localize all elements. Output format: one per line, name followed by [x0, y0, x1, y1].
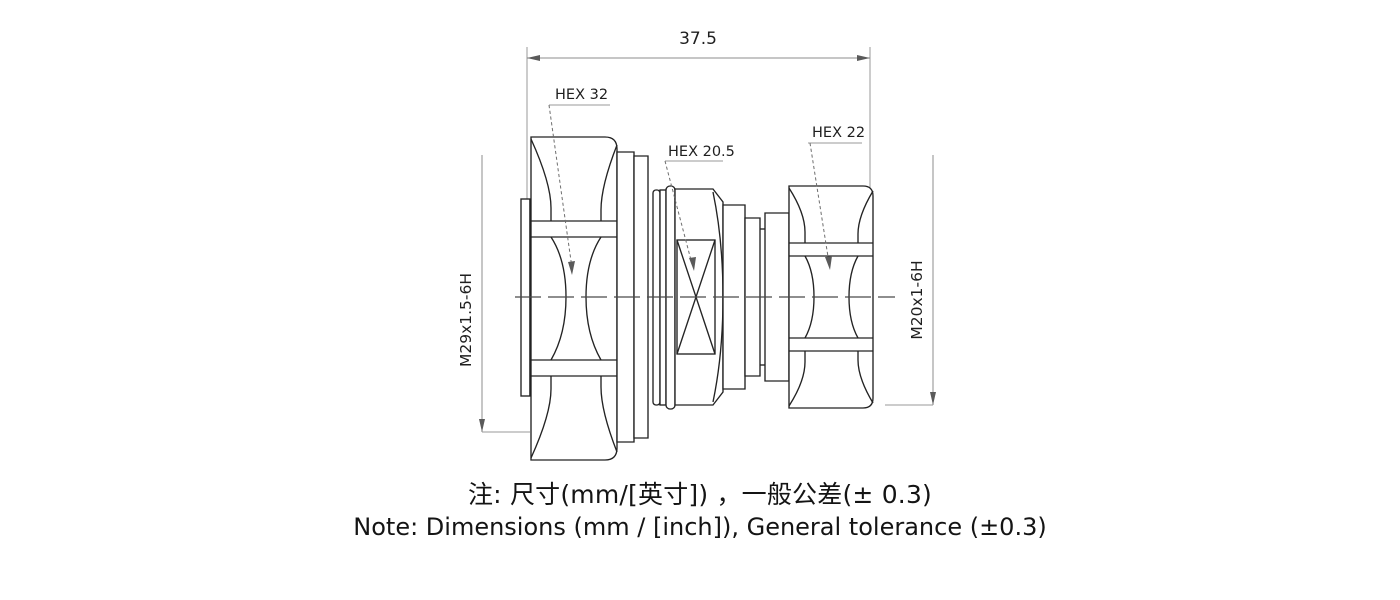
right-nut-chamfer-arc-top-right: [857, 190, 874, 243]
hex-22-arrowhead: [825, 256, 832, 270]
dimension-overall-length: 37.5: [526, 29, 871, 200]
hex-22-label: HEX 22: [812, 125, 865, 141]
right-nut-chamfer-arc-bottom-right: [857, 351, 874, 404]
thread-label-left-group: M29x1.5-6H: [457, 155, 530, 433]
arrowhead-left: [527, 55, 540, 61]
left-nut-chamfer-arc-bottom-right: [600, 376, 618, 453]
dimension-value-overall-length: 37.5: [679, 29, 717, 49]
hex-20-5-label: HEX 20.5: [668, 144, 735, 160]
hex-32-arrowhead: [568, 261, 575, 275]
hex-32-leader-line: [548, 104, 573, 269]
hex-22-leader-line: [809, 142, 830, 264]
thread-label-left: M29x1.5-6H: [457, 273, 475, 367]
left-nut-chamfer-arc-top: [530, 138, 552, 221]
callout-hex-22: HEX 22: [808, 125, 865, 270]
right-nut-chamfer-arc-bottom-left: [788, 351, 806, 407]
thread-right-arrowhead: [930, 392, 936, 405]
hex-32-label: HEX 32: [555, 87, 608, 103]
thread-label-right-group: M20x1-6H: [885, 155, 936, 406]
notes-block: 注: 尺寸(mm/[英寸]) ，一般公差(± 0.3) Note: Dimens…: [0, 478, 1400, 543]
note-line-english: Note: Dimensions (mm / [inch]), General …: [353, 513, 1047, 541]
step-cylinder-2: [633, 155, 649, 439]
callout-hex-32: HEX 32: [548, 87, 610, 275]
arrowhead-right: [857, 55, 870, 61]
left-nut-chamfer-arc-bottom: [530, 376, 552, 459]
thread-label-right: M20x1-6H: [908, 260, 926, 339]
hex-20-5-arrowhead: [689, 257, 696, 271]
right-nut-chamfer-arc-top-left: [788, 187, 806, 243]
note-line-chinese: 注: 尺寸(mm/[英寸]) ，一般公差(± 0.3): [467, 480, 933, 509]
left-nut-chamfer-arc-top-right: [600, 144, 618, 221]
thread-left-arrowhead: [479, 419, 485, 432]
adapter-geometry: [520, 136, 874, 461]
hex-20-5-leader-line: [664, 160, 693, 265]
callout-hex-20-5: HEX 20.5: [664, 144, 735, 271]
left-hex-nut-body: [530, 136, 618, 461]
